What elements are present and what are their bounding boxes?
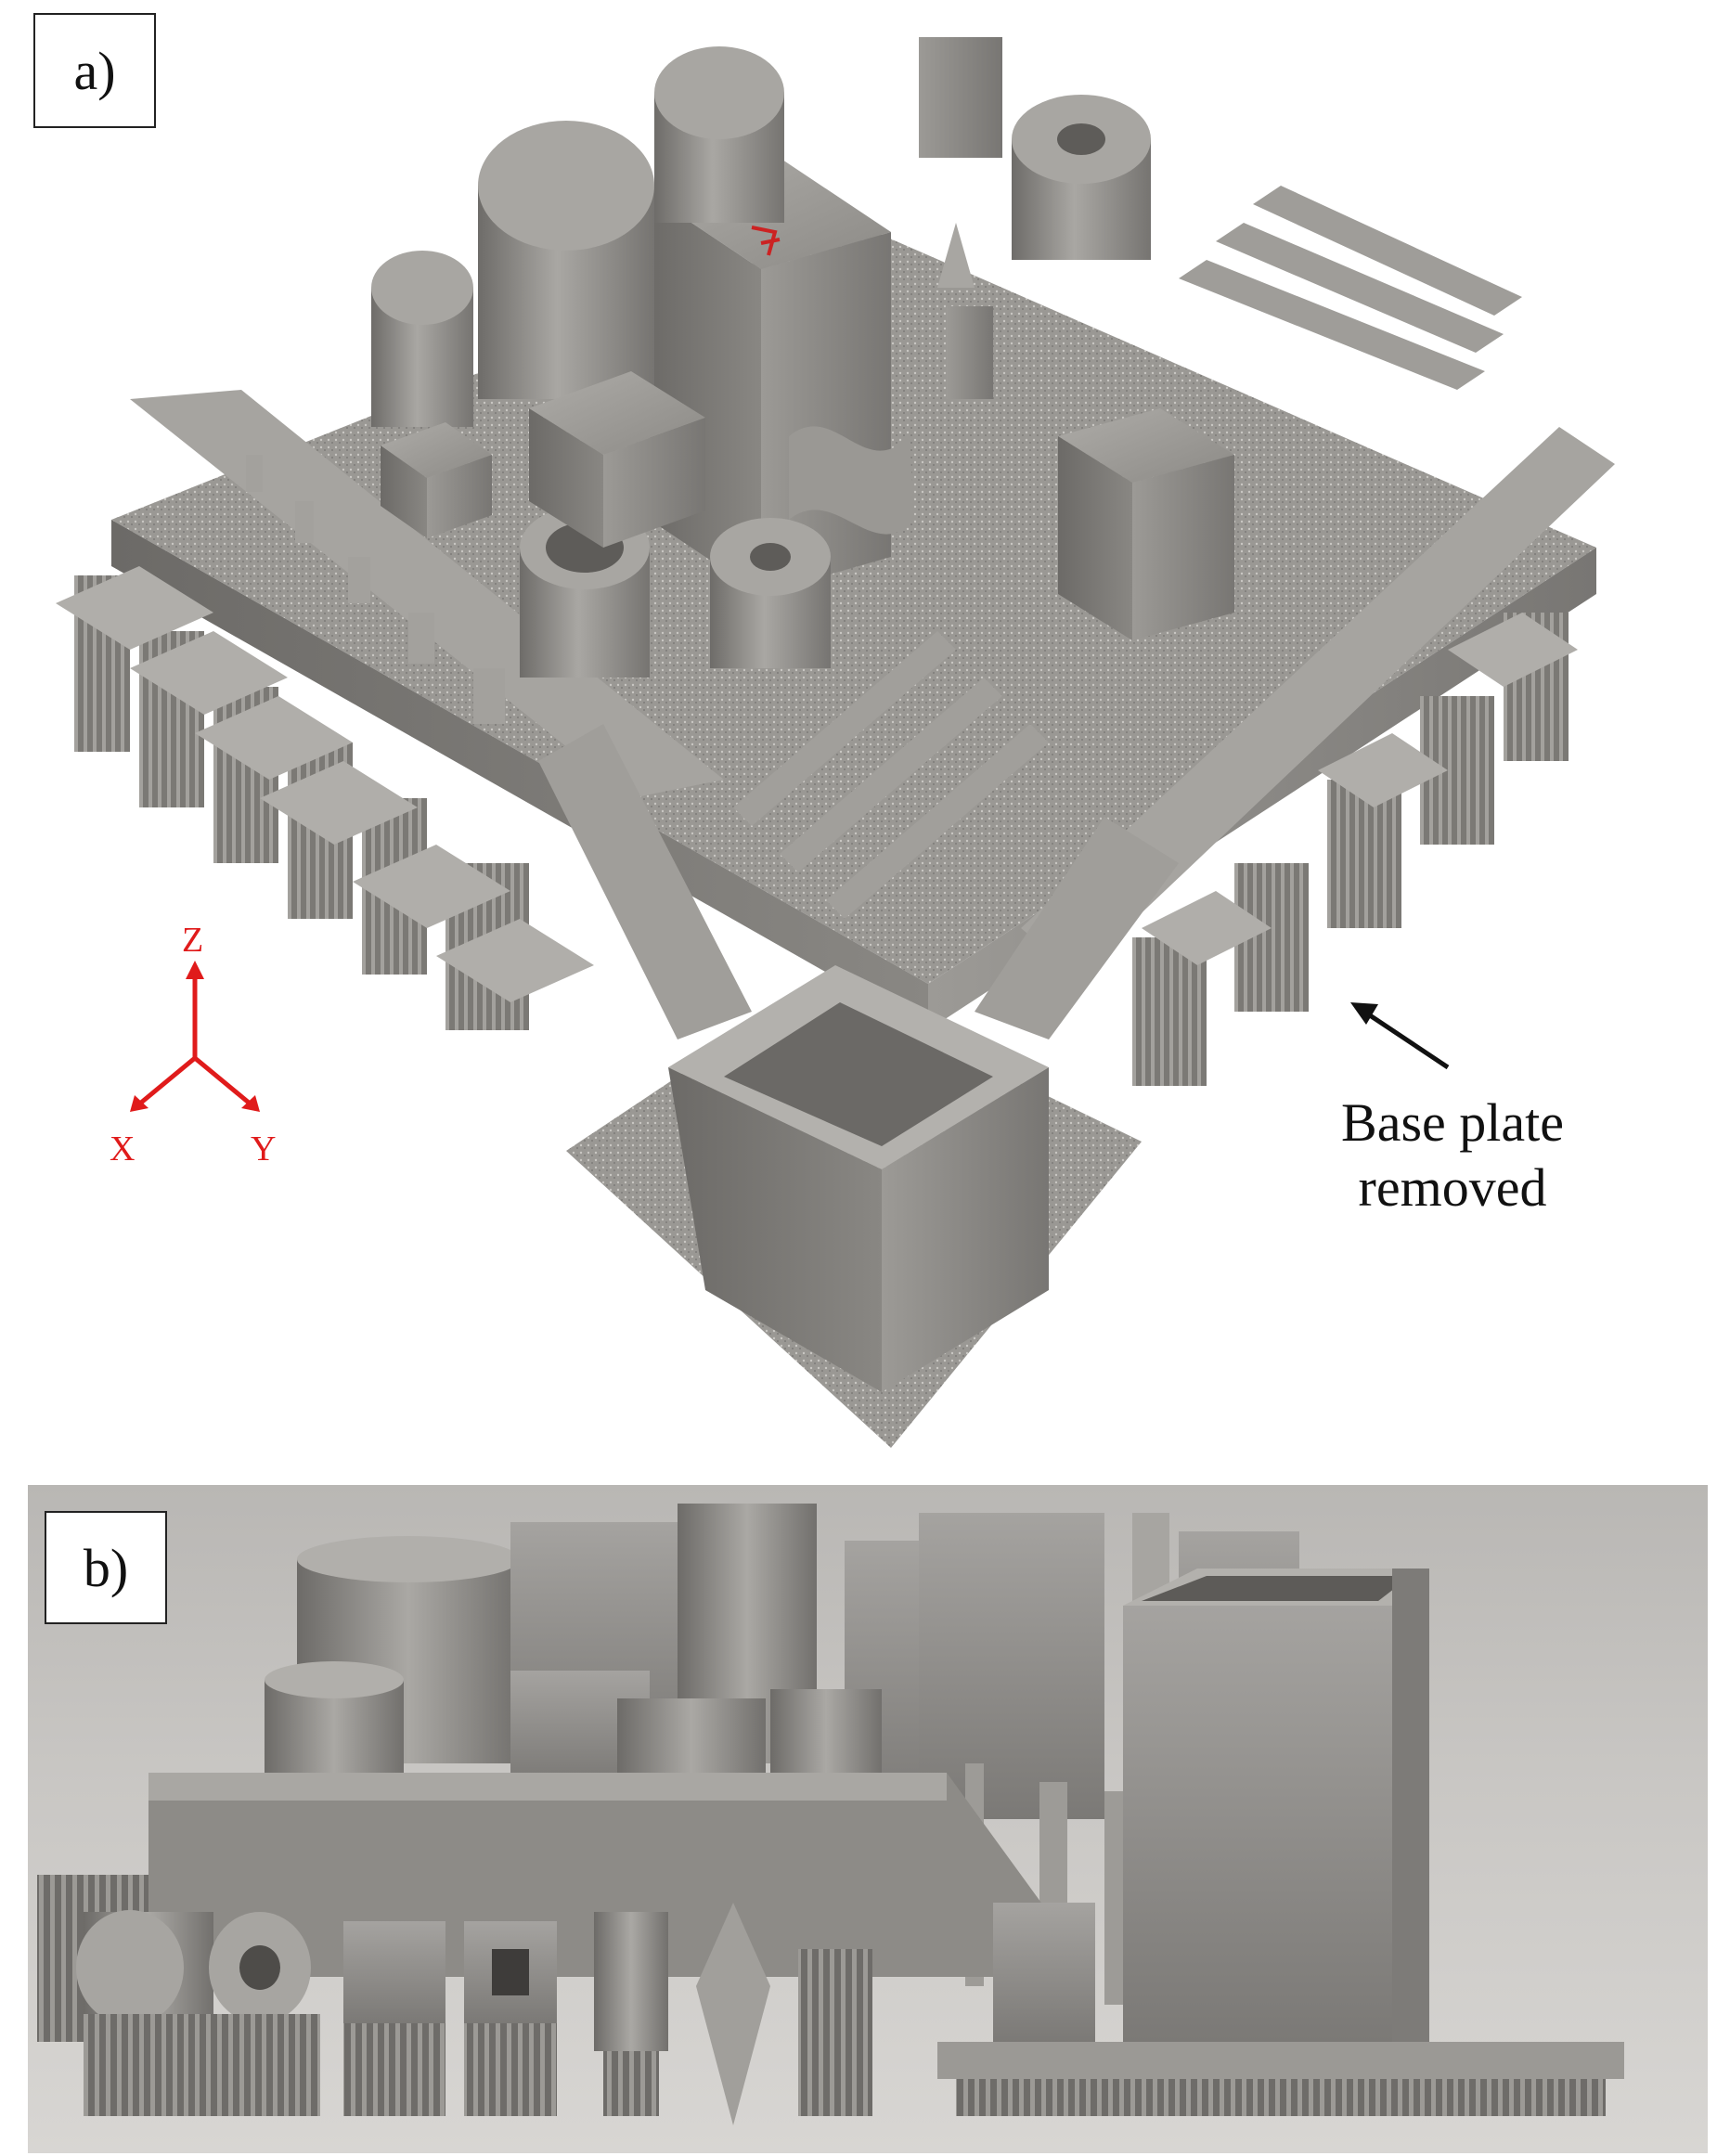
z-axis-label: Z: [182, 921, 203, 960]
front-cube: [343, 1921, 445, 2023]
panel-a-label: a): [33, 13, 156, 128]
panel-b-photo: b): [28, 1485, 1708, 2153]
hollow-box-side: [1123, 1606, 1392, 2042]
base-plate-annotation: Base plate removed: [1285, 1091, 1620, 1220]
build-plate-top: [111, 223, 1596, 984]
thin-wall: [1216, 223, 1504, 353]
pin: [408, 613, 434, 664]
x-axis-line: [139, 1056, 197, 1104]
y-axis-label: Y: [251, 1130, 276, 1168]
large-cylinder-top: [478, 121, 654, 251]
pin: [295, 501, 314, 543]
pin: [246, 455, 263, 492]
thin-wall: [733, 631, 956, 826]
front-rail-top: [148, 1773, 947, 1801]
panel-a-photo: Z X Y a) Base plate removed: [33, 13, 1620, 1448]
small-cylinder-top: [371, 251, 473, 325]
stepped-cylinder: [594, 1912, 668, 2051]
small-front-cube: [993, 1903, 1095, 2042]
tube-hole: [750, 543, 791, 571]
annotation-arrow-head: [1350, 1002, 1378, 1025]
panel-b-illustration: [37, 1504, 1624, 2125]
right-ramp: [975, 817, 1179, 1039]
support-block: [343, 2023, 445, 2116]
annotation-arrow-line: [1362, 1009, 1450, 1070]
square-tube: [919, 37, 1002, 158]
horizontal-tube-hole: [239, 1945, 280, 1990]
annotation-line-2: removed: [1358, 1157, 1547, 1218]
overhang-block: [1318, 733, 1448, 807]
left-rail: [130, 390, 724, 798]
small-cube-left: [381, 445, 427, 538]
overhang-block: [1142, 891, 1272, 965]
panel-a-illustration: Z X Y: [56, 37, 1615, 1448]
x-axis-label: X: [110, 1130, 135, 1168]
cube-right: [603, 418, 705, 548]
y-axis-arrow: [241, 1095, 260, 1112]
hollow-box-right-side: [1392, 1569, 1429, 2042]
cube-left: [1058, 436, 1132, 640]
thin-wall: [1253, 186, 1522, 316]
medium-cylinder-top: [265, 1661, 404, 1698]
panel-b-label: b): [45, 1511, 167, 1624]
small-cube-right: [427, 455, 492, 538]
overhang-block: [130, 631, 288, 715]
front-cone: [696, 1903, 770, 2125]
horizontal-cylinder-end: [76, 1910, 184, 2025]
small-cube-top: [381, 422, 492, 478]
overhang-block: [436, 919, 594, 1002]
support-block: [1327, 780, 1401, 928]
pin: [348, 557, 370, 603]
hollow-box-cavity: [724, 1002, 993, 1146]
hollow-box-left-wall: [668, 1067, 882, 1392]
hollow-box-right-wall: [882, 1067, 1049, 1392]
square-tube: [947, 306, 993, 399]
red-marking: [751, 226, 781, 256]
thin-wall: [826, 724, 1049, 919]
pin: [473, 668, 505, 724]
cube-tall: [919, 1513, 1104, 1819]
hollow-box-cavity: [1142, 1576, 1411, 1601]
cube-left: [529, 408, 603, 548]
support-block: [209, 2014, 320, 2116]
y-axis-line: [193, 1056, 251, 1104]
build-plate-left-side: [111, 520, 928, 1030]
support-block: [603, 2051, 659, 2116]
tube-hole: [1057, 123, 1105, 155]
cube-right: [1132, 455, 1234, 640]
support-block: [84, 2014, 213, 2116]
overhang-block: [260, 761, 418, 845]
left-ramp: [538, 724, 752, 1039]
overhang-block: [56, 566, 213, 650]
overhang-block: [195, 696, 353, 780]
right-rail: [1021, 427, 1615, 975]
annotation-line-1: Base plate: [1341, 1092, 1564, 1153]
overhang-block: [1448, 613, 1578, 687]
cube-top: [1058, 408, 1234, 483]
front-pad: [937, 2042, 1624, 2079]
square-tube-hole: [492, 1949, 529, 1995]
axis-triad: Z X Y: [110, 921, 276, 1168]
x-axis-arrow: [130, 1095, 148, 1112]
cube-top: [529, 371, 705, 455]
support-block: [464, 2023, 557, 2116]
cone: [937, 223, 975, 288]
cylinder-top: [654, 46, 784, 139]
thin-wall: [1179, 260, 1485, 390]
support-block: [798, 1949, 872, 2116]
large-cylinder-top: [297, 1536, 520, 1582]
z-axis-arrow: [186, 961, 204, 979]
thin-wall: [780, 678, 1002, 872]
overhang-block: [353, 845, 510, 928]
wavy-wall: [789, 426, 914, 535]
